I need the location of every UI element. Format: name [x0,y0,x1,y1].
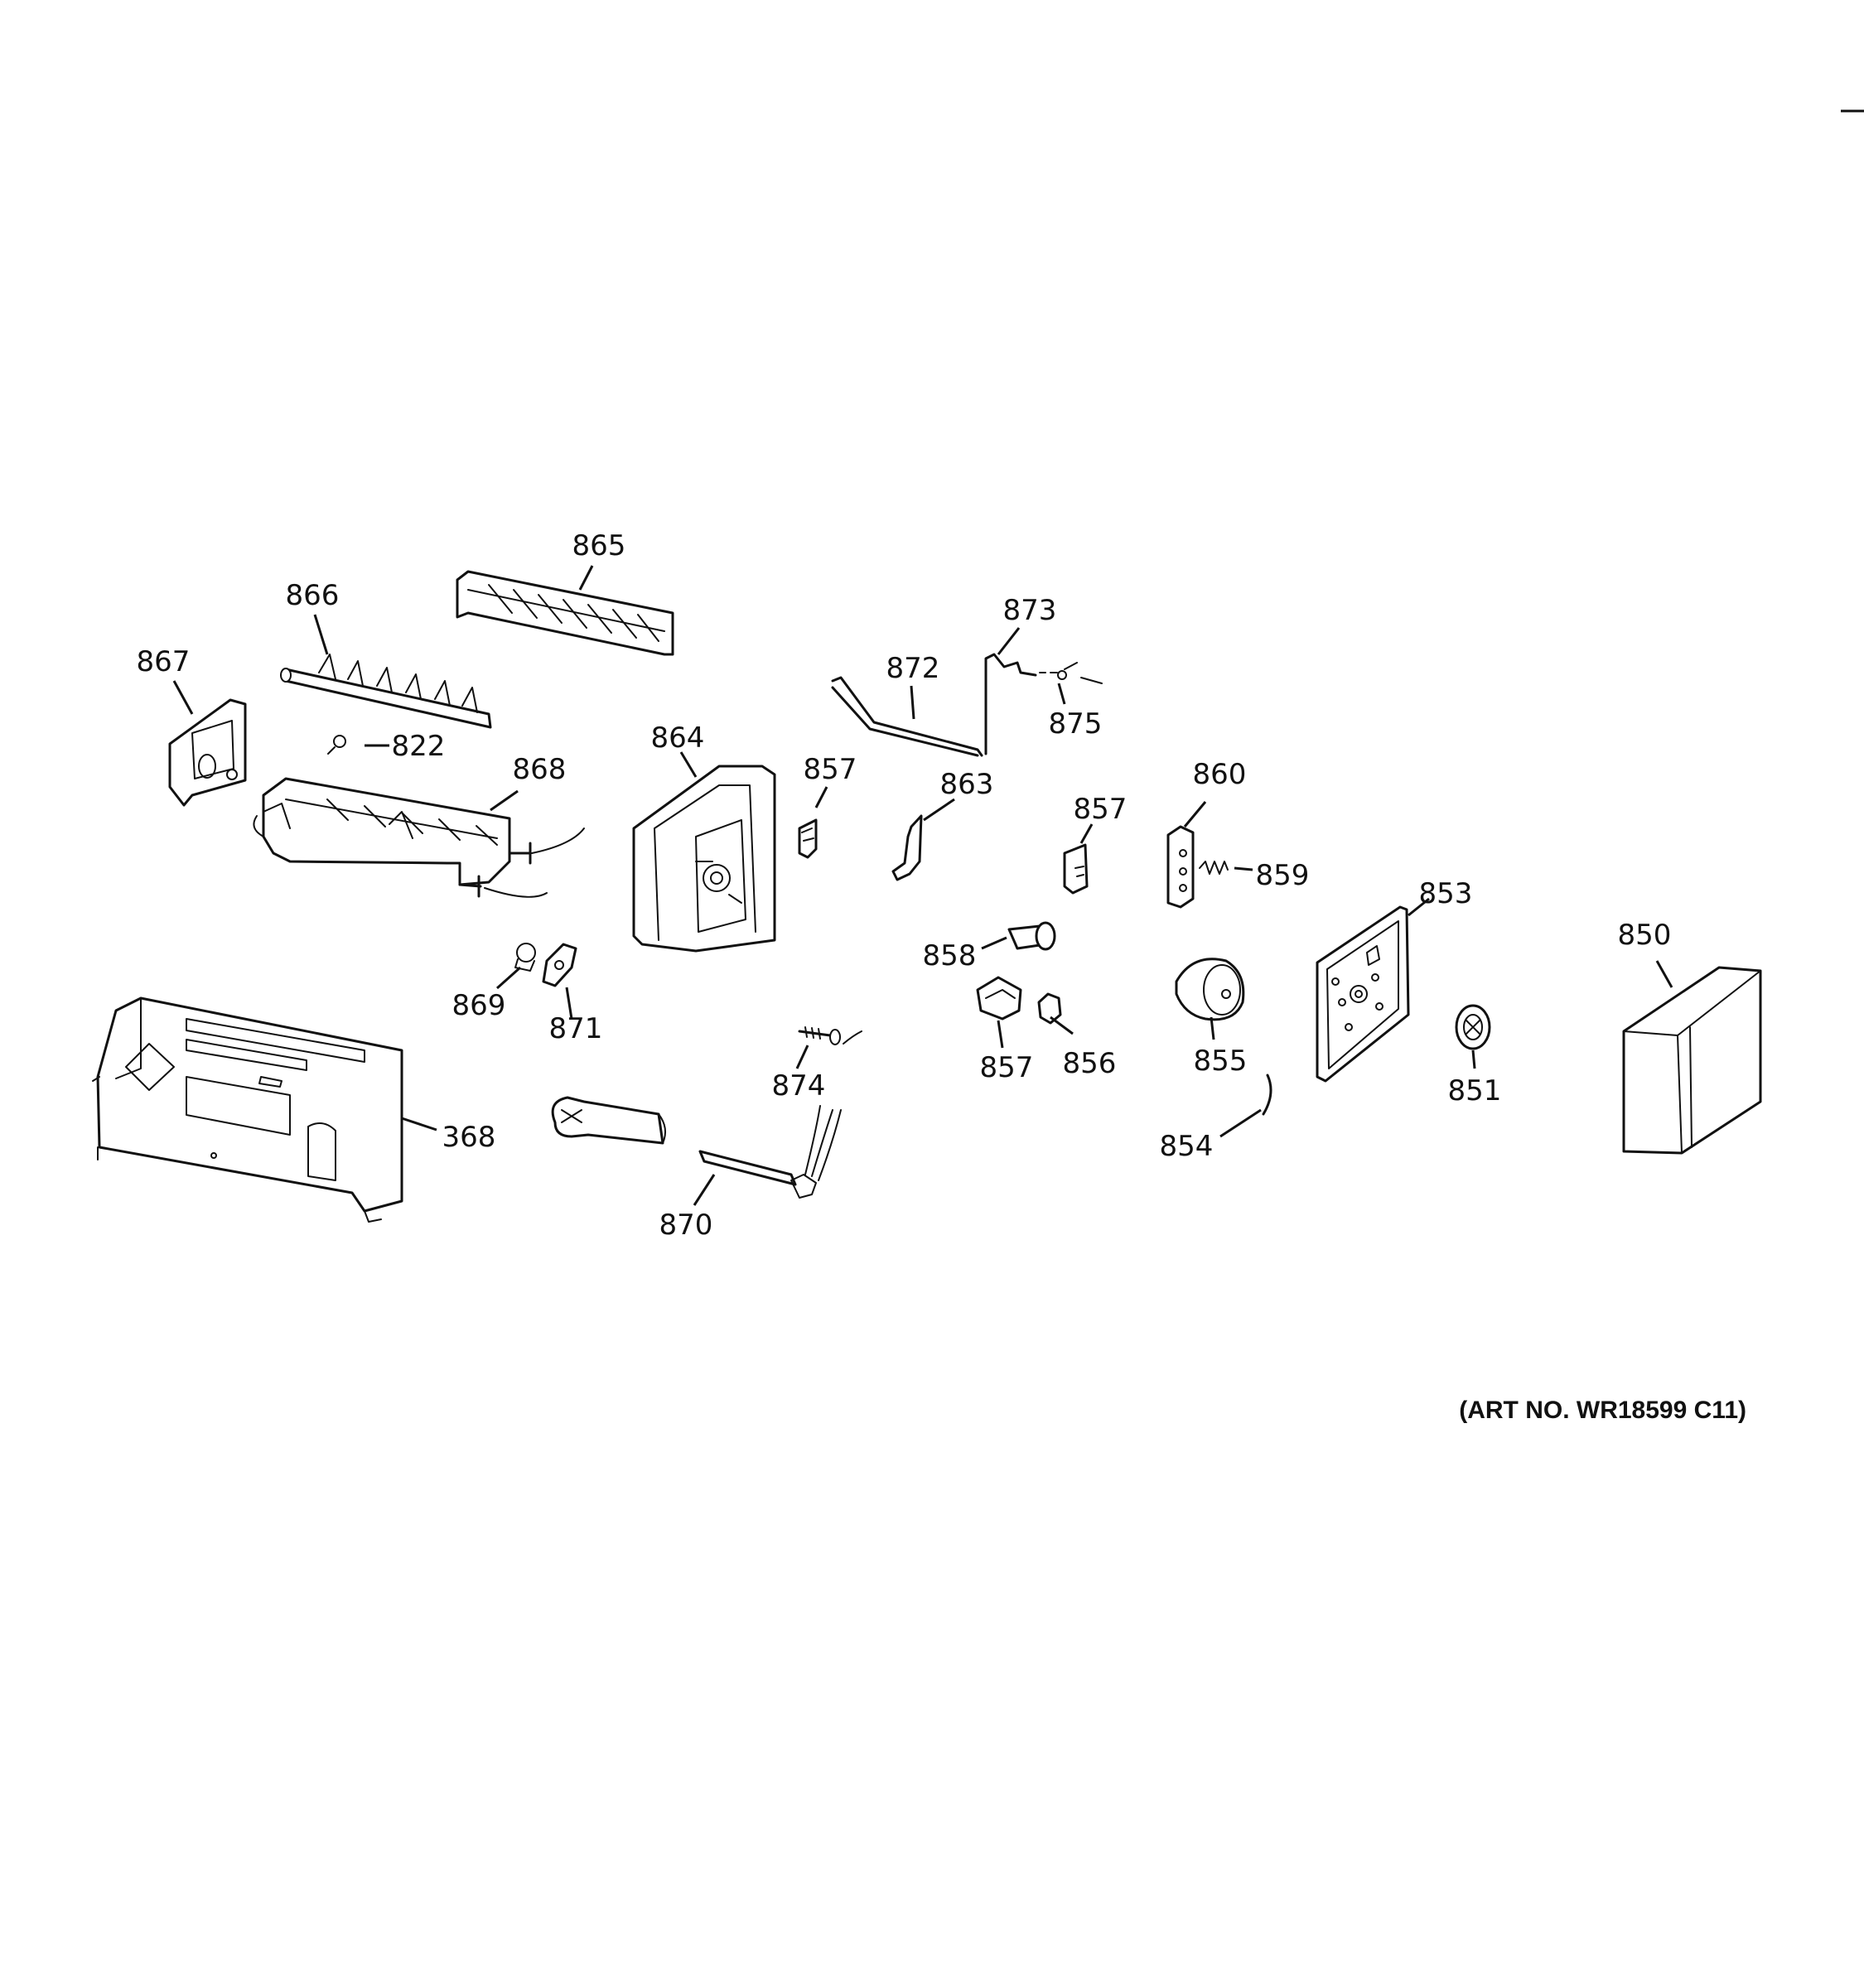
callout-854: 854 [1160,1130,1214,1163]
part-854-drawing [1262,1074,1272,1116]
part-856-drawing [1037,992,1062,1025]
callout-368: 368 [442,1121,496,1154]
part-874-drawing [798,1026,862,1045]
part-857-bottom-drawing [976,976,1022,1021]
part-368-drawing [92,996,403,1223]
callout-859: 859 [1256,859,1310,892]
part-822-drawing [327,735,346,755]
callout-868: 868 [513,753,567,786]
callout-858: 858 [923,939,977,972]
callout-875: 875 [1049,707,1103,741]
part-873-drawing [984,653,1037,755]
callout-855: 855 [1194,1045,1248,1078]
callout-872: 872 [886,652,940,685]
part-871-drawing [542,943,577,987]
part-858-drawing [1007,921,1056,951]
part-870-drawing [698,1105,842,1199]
callout-856: 856 [1063,1047,1117,1080]
callout-870: 870 [659,1209,713,1242]
callout-857-bottom: 857 [980,1051,1034,1084]
art-number: (ART NO. WR18599 C11) [1459,1397,1746,1424]
part-864-drawing [632,765,776,953]
callout-874: 874 [772,1069,826,1103]
part-857-top-drawing [798,818,818,859]
part-860-drawing [1166,825,1195,909]
callout-822: 822 [392,730,446,763]
callout-867: 867 [137,645,191,678]
part-855-drawing [1175,958,1245,1021]
callout-857-top: 857 [804,753,857,786]
part-850-drawing [1622,966,1762,1155]
callout-873: 873 [1003,594,1057,627]
part-859-drawing [1199,861,1229,875]
part-875-drawing [1039,662,1103,684]
part-872-drawing [831,676,983,757]
callout-863: 863 [940,768,994,801]
part-853-drawing [1316,905,1410,1083]
callout-871: 871 [549,1012,603,1045]
part-869-drawing [514,943,536,972]
part-867-drawing [168,698,247,807]
part-863-drawing [891,814,923,881]
callout-850: 850 [1618,919,1672,952]
leader-lines [172,565,1673,1206]
callout-860: 860 [1193,758,1247,791]
callout-866: 866 [286,579,340,612]
callout-labels: 865 866 867 822 868 864 857 863 872 873 … [137,529,1672,1242]
callout-857-middle: 857 [1074,793,1128,826]
callout-869: 869 [452,989,506,1022]
callout-865: 865 [572,529,626,562]
part-857-middle-drawing [1063,843,1089,895]
part-865-drawing [456,570,674,656]
callout-851: 851 [1448,1074,1502,1107]
part-851-drawing [1455,1004,1491,1050]
callout-864: 864 [651,721,705,755]
part-868-drawing [253,777,585,898]
part-866-drawing [280,654,492,729]
callout-853: 853 [1419,877,1473,910]
fill-tube-drawing [551,1096,667,1145]
